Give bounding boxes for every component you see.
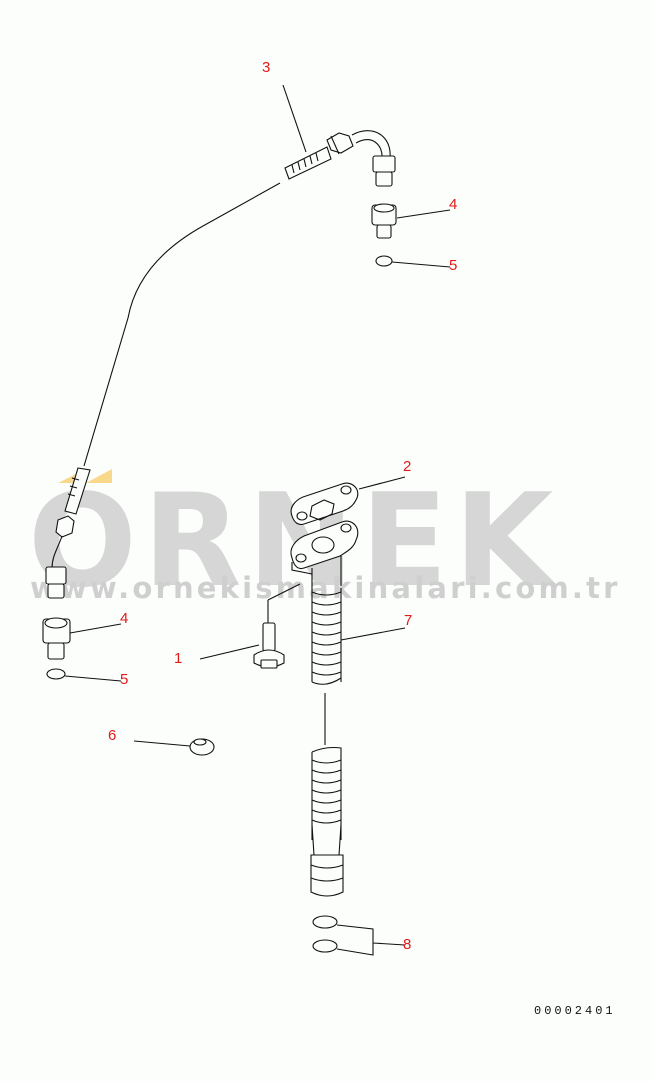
- drawing-number: 00002401: [534, 1004, 616, 1018]
- callout-3[interactable]: 3: [262, 59, 271, 76]
- cap-part[interactable]: [133, 738, 215, 756]
- callout-8[interactable]: 8: [403, 936, 412, 953]
- o-rings-part[interactable]: [312, 915, 406, 956]
- watermark-url: www.ornekismakinalari.com.tr: [30, 571, 621, 605]
- drain-hose-part[interactable]: [290, 520, 406, 897]
- callout-7[interactable]: 7: [404, 612, 413, 629]
- gasket-part[interactable]: [290, 476, 406, 526]
- callout-4-upper[interactable]: 4: [449, 196, 458, 213]
- watermark-brand: ORNEK: [28, 467, 560, 616]
- callout-2[interactable]: 2: [403, 458, 412, 475]
- joint-nut-upper-part[interactable]: [371, 203, 451, 239]
- callout-6[interactable]: 6: [108, 727, 117, 744]
- bolt-part[interactable]: [199, 583, 301, 669]
- callout-5-lower[interactable]: 5: [120, 671, 129, 688]
- callout-1[interactable]: 1: [174, 650, 183, 667]
- callout-4-lower[interactable]: 4: [120, 610, 129, 627]
- callout-5-upper[interactable]: 5: [449, 257, 458, 274]
- watermark-accent-right: [86, 469, 112, 483]
- joint-nut-lower-part[interactable]: [42, 617, 122, 660]
- oil-tube-part[interactable]: [45, 130, 396, 599]
- o-ring-upper-part[interactable]: [375, 255, 451, 268]
- o-ring-lower-part[interactable]: [46, 668, 122, 682]
